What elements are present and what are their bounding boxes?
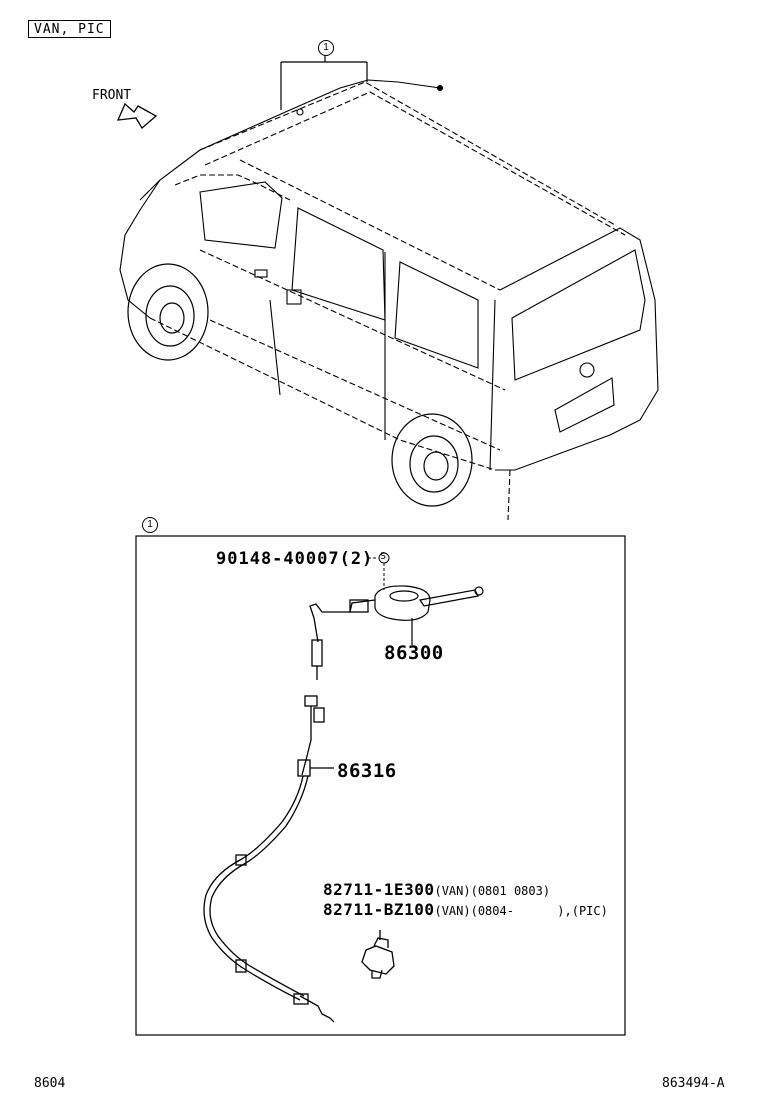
- clamp-part-2-note: (VAN)(0804- ),(PIC): [434, 904, 608, 918]
- clamp-part-row-1: 82711-1E300(VAN)(0801 0803): [323, 880, 550, 900]
- front-label: FRONT: [92, 88, 132, 103]
- van-illustration: [119, 79, 659, 521]
- clamp-part-row-2: 82711-BZ100(VAN)(0804- ),(PIC): [323, 900, 608, 920]
- antenna-cable: [203, 599, 376, 1023]
- footer-right-code: 863494-A: [662, 1076, 725, 1091]
- rear-wheel: [391, 413, 473, 507]
- callout-marker-detail: 1: [142, 517, 158, 533]
- variant-tag: VAN, PIC: [28, 20, 111, 38]
- screw-part-label: 90148-40007(2): [216, 549, 374, 569]
- clamp-part-1-note: (VAN)(0801 0803): [434, 884, 551, 898]
- cable-part-label: 86316: [337, 760, 397, 782]
- screw-leader: [368, 552, 390, 590]
- cable-clamp: [361, 930, 395, 979]
- detail-frame: [135, 535, 626, 1036]
- antenna-base: [374, 585, 484, 645]
- antenna-part-label: 86300: [384, 642, 444, 664]
- clamp-part-2: 82711-BZ100: [323, 900, 435, 919]
- clamp-part-1: 82711-1E300: [323, 880, 435, 899]
- front-arrow-icon: [116, 102, 158, 129]
- footer-left-code: 8604: [34, 1076, 66, 1091]
- screw-marker: S: [380, 551, 387, 562]
- front-wheel: [127, 263, 209, 361]
- callout-marker-top: 1: [318, 40, 334, 56]
- callout-bracket: [280, 55, 368, 110]
